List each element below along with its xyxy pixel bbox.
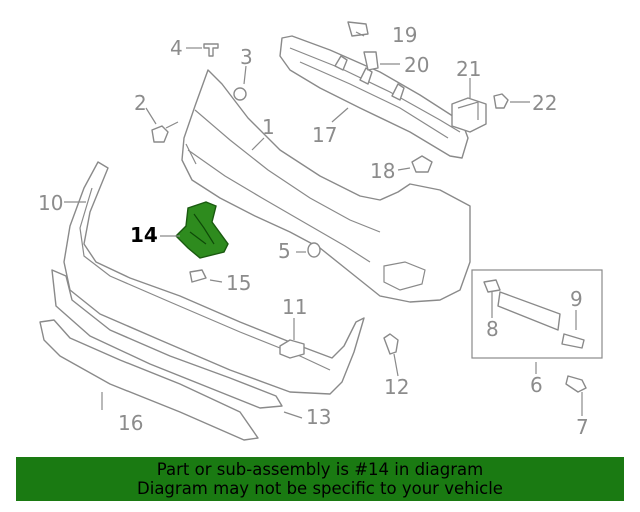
callout-10: 10 [38,191,63,215]
callout-19: 19 [392,23,417,47]
callout-14: 14 [130,223,158,247]
part-5-grommet [307,242,321,258]
part-3-nut [233,87,247,101]
callout-8: 8 [486,317,499,341]
leader-lines [64,31,583,419]
callout-1: 1 [262,115,275,139]
part-7-bolt [565,375,587,393]
callout-3: 3 [240,45,253,69]
callout-17: 17 [312,123,337,147]
callout-18: 18 [370,159,395,183]
callout-7: 7 [576,415,589,439]
part-11-nut [279,339,305,359]
part-info-banner: Part or sub-assembly is #14 in diagram D… [16,457,624,501]
part-1-bumper-cover [181,69,471,303]
part-16-lower-trim [39,269,283,441]
callout-13: 13 [306,405,331,429]
part-22-bolt [493,93,509,109]
callout-12: 12 [384,375,409,399]
part-14-bracket-highlighted [175,201,229,259]
callout-22: 22 [532,91,557,115]
callout-16: 16 [118,411,143,435]
banner-line-2: Diagram may not be specific to your vehi… [137,479,503,498]
part-17-reinforcement-beam [279,35,469,159]
part-6-assembly-box [471,269,603,359]
part-18-bolt [411,155,433,173]
callout-9: 9 [570,287,583,311]
callout-6: 6 [530,373,543,397]
part-20-bracket [363,51,379,71]
part-4-clip [203,43,219,57]
part-2-screw [151,121,179,143]
callout-20: 20 [404,53,429,77]
parts-diagram: 1 2 3 4 5 6 7 8 9 10 11 12 13 14 15 16 1… [38,21,603,441]
callout-5: 5 [278,239,291,263]
callout-11: 11 [282,295,307,319]
callout-2: 2 [134,91,147,115]
part-15-clip [189,269,207,283]
callout-4: 4 [170,36,183,60]
callout-15: 15 [226,271,251,295]
part-19-clip [347,21,369,37]
banner-line-1: Part or sub-assembly is #14 in diagram [156,460,484,479]
part-12-screw [383,333,399,355]
part-21-bracket [451,97,487,133]
callout-21: 21 [456,57,481,81]
